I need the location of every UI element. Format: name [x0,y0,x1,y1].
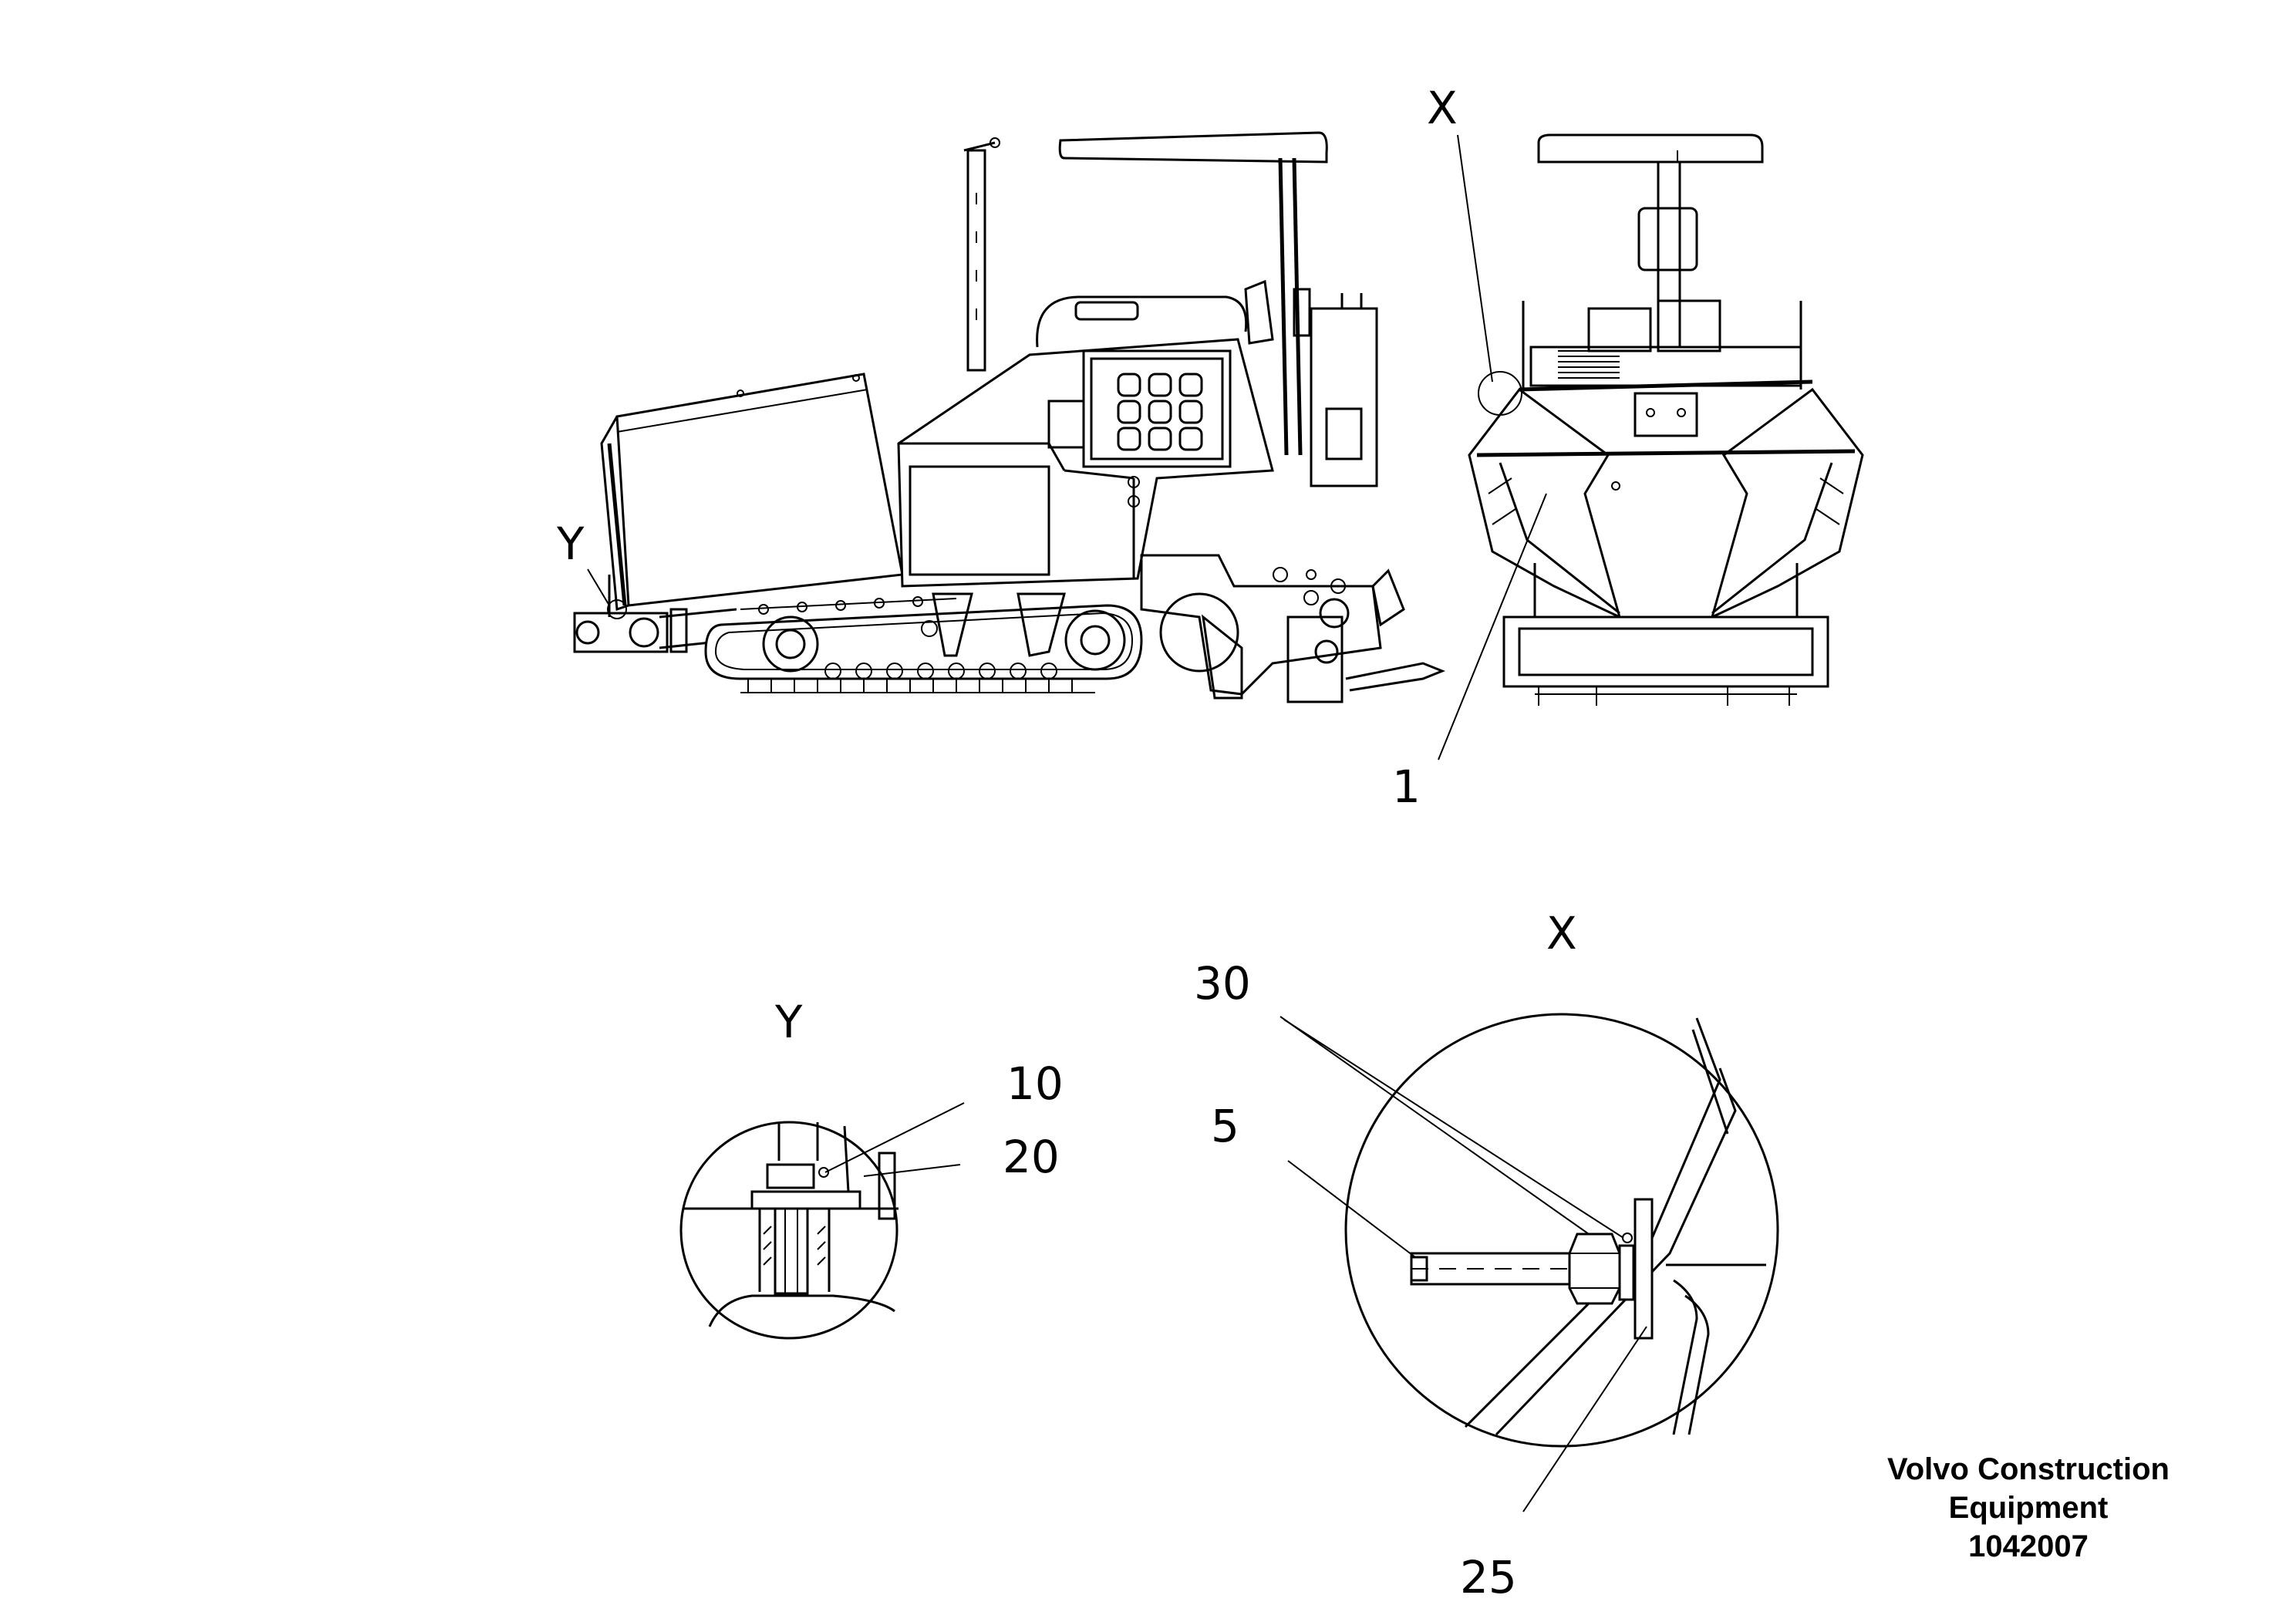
leader-30a [1279,1016,1590,1235]
nut-10 [766,1163,815,1189]
detail-y-locator [607,599,627,619]
paver-side-view [573,131,1446,703]
detail-x-circle [1344,1013,1779,1448]
callout-item-25: 25 [1460,1551,1517,1603]
manufacturer-caption: Volvo Construction Equipment 1042007 [1866,1450,2190,1566]
detail-y [679,1102,965,1340]
track-top-links [740,596,957,637]
detail-x-locator [1478,371,1522,416]
mast [963,137,1000,372]
callout-labels: X Y 1 X Y 30 5 10 20 25 [556,82,1577,1603]
callout-item-30: 30 [1194,957,1251,1010]
front-push-roller [573,575,737,653]
leader-30b [1283,1019,1624,1239]
caption-line-1: Volvo Construction [1887,1452,2170,1486]
control-panel [1082,349,1232,508]
caption-part-number: 1042007 [1968,1529,2089,1563]
detail-x [1279,1013,1779,1512]
callout-detail-x: X [1546,907,1577,959]
track-shoes [740,679,1095,693]
canopy-post-front [1657,160,1681,349]
callout-item-10: 10 [1006,1057,1064,1110]
front-undercarriage [1502,563,1829,706]
canopy-side [1058,131,1328,456]
hopper-front [1468,387,1864,619]
leader-5 [1287,1160,1416,1258]
callout-y-side: Y [556,518,585,570]
callout-item-5: 5 [1211,1100,1239,1152]
washer-30 [1618,1244,1635,1301]
plate-25 [1633,1198,1654,1340]
callout-detail-y: Y [774,996,803,1048]
callout-x-top: X [1427,82,1458,134]
callout-item-20: 20 [1003,1131,1060,1183]
detail-x-contents [1410,1017,1766,1436]
detail-y-circle [679,1121,899,1340]
washer-20 [750,1190,861,1210]
operator-seat [1036,279,1274,348]
paver-front-view [1468,133,1864,706]
leader-20 [863,1164,961,1177]
canopy-front [1537,133,1764,164]
leader-lines-overview [587,134,1547,760]
crawler-track [704,592,1143,693]
callout-item-1: 1 [1392,760,1421,813]
leader-10 [824,1102,965,1173]
front-grille [1558,350,1620,379]
hopper-wing-side [600,373,904,612]
leader-25 [1522,1326,1647,1512]
engine-cabinet [1310,293,1378,487]
rear-frame [1140,554,1446,703]
nut-30 [1568,1233,1621,1305]
bolt-shank [774,1207,809,1295]
caption-line-2: Equipment [1948,1491,2109,1525]
front-body [1519,299,1813,437]
detail-y-contents [683,1122,899,1327]
